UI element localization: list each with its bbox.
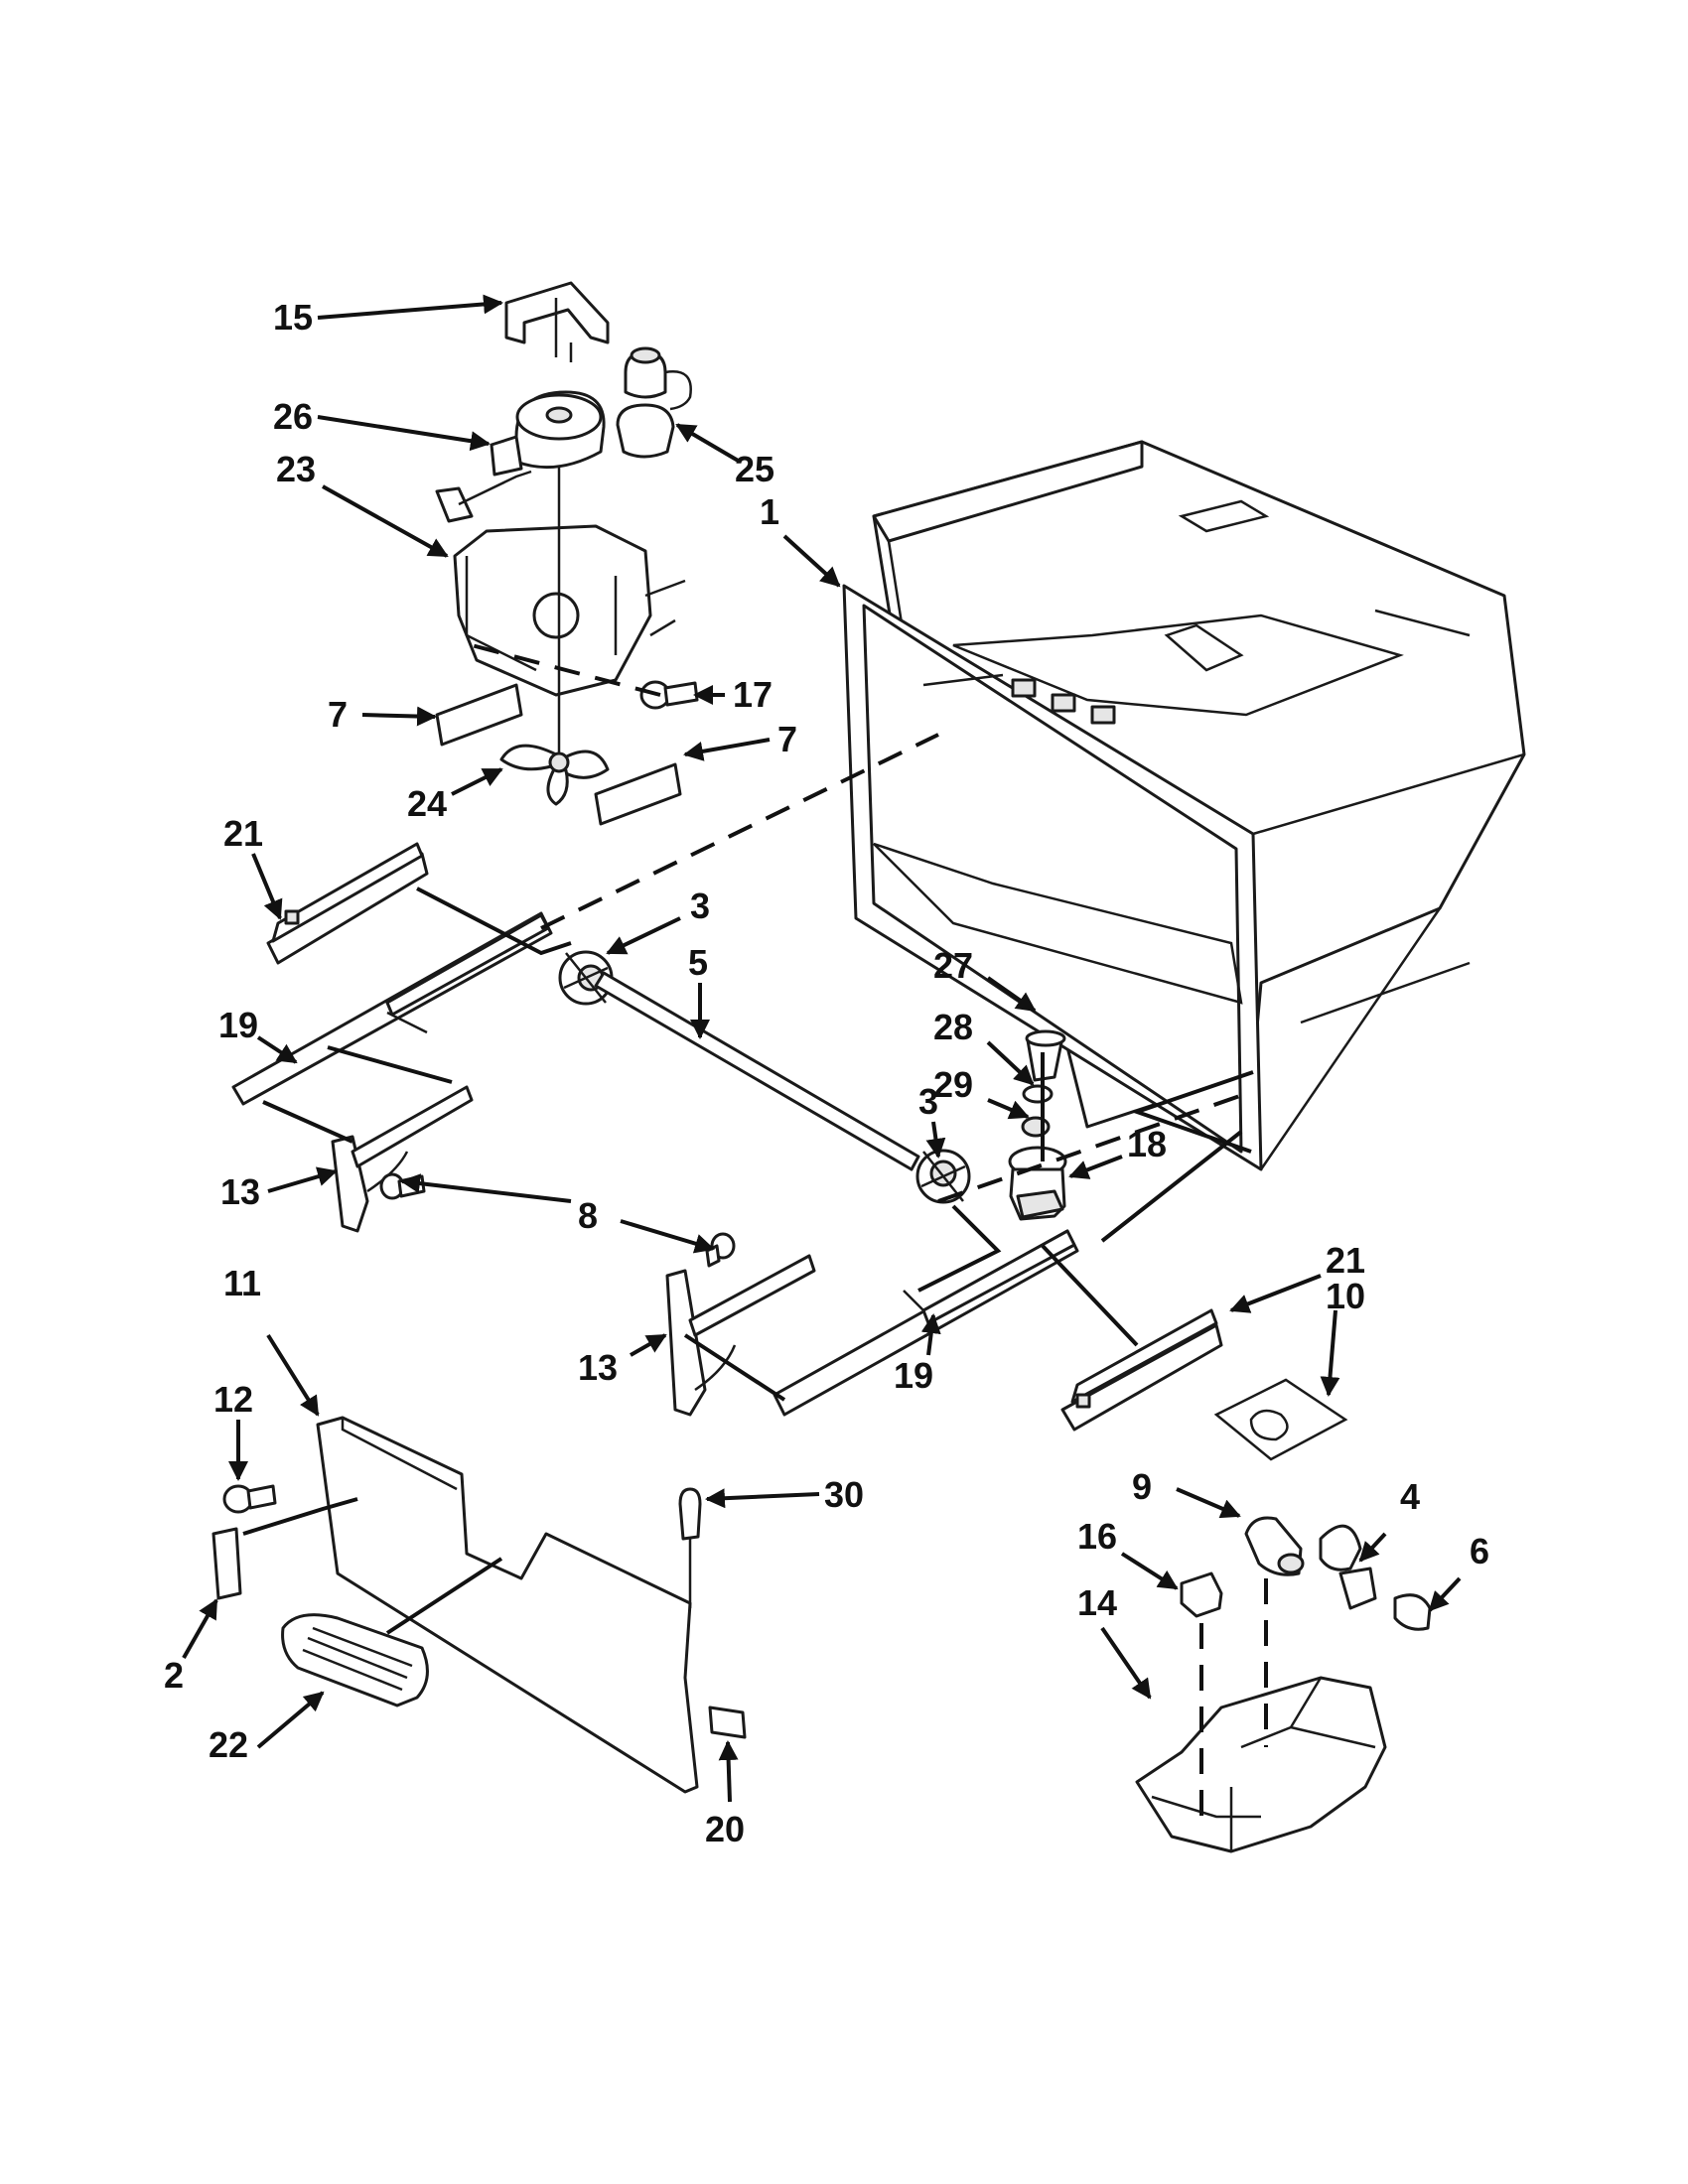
callout-23: 23 [276, 449, 316, 489]
callout-4: 4 [1400, 1476, 1420, 1517]
callout-25: 25 [735, 449, 774, 489]
part-screw-12 [222, 1484, 277, 1514]
part-screw-17 [639, 680, 699, 710]
callout-20: 20 [705, 1809, 745, 1849]
callout-14: 14 [1077, 1582, 1117, 1623]
callout-24: 24 [407, 783, 447, 824]
part-damper-funnel [1008, 1146, 1067, 1221]
callout-17: 17 [733, 674, 773, 715]
callout-labels: 15 26 25 23 1 17 7 7 24 21 3 5 27 28 29 … [164, 297, 1489, 1849]
part-o-ring-28 [1022, 1084, 1054, 1104]
callout-3-left: 3 [690, 886, 710, 926]
part-damper-knob [616, 346, 692, 459]
callout-16: 16 [1077, 1516, 1117, 1557]
callout-15: 15 [273, 297, 313, 338]
callout-7-left: 7 [328, 694, 348, 735]
part-washer-29 [1021, 1116, 1051, 1138]
leader-lines [182, 294, 1462, 1803]
part-rail-bracket-left [331, 1085, 474, 1233]
callout-10: 10 [1326, 1276, 1365, 1316]
callout-12: 12 [213, 1379, 253, 1420]
part-screws-8 [379, 1172, 736, 1268]
callout-1: 1 [760, 491, 779, 532]
part-gear-left [558, 950, 614, 1006]
part-rail-bar-20 [708, 1706, 747, 1739]
part-slide-bracket-left [266, 842, 429, 965]
callout-19-right: 19 [894, 1355, 933, 1396]
part-fan-blade [499, 467, 610, 806]
callout-27: 27 [933, 945, 973, 986]
part-cap-27 [1025, 1029, 1066, 1082]
part-tool-30 [678, 1487, 702, 1608]
callout-11: 11 [223, 1263, 261, 1303]
part-tray-14 [1135, 1676, 1387, 1853]
callout-13-right: 13 [578, 1347, 618, 1388]
callout-9: 9 [1132, 1466, 1152, 1507]
callout-21-right: 21 [1326, 1240, 1365, 1281]
callout-7-right: 7 [777, 719, 797, 759]
callout-28: 28 [933, 1007, 973, 1047]
part-slide-rail-left [231, 911, 553, 1106]
part-freezer-basket [842, 440, 1526, 1171]
callout-21-left: 21 [223, 813, 263, 854]
callout-2: 2 [164, 1655, 184, 1696]
part-rail-bracket-right [665, 1254, 816, 1417]
part-tape-pads [435, 683, 682, 826]
part-slide-bracket-right [1060, 1308, 1223, 1432]
callout-8: 8 [578, 1195, 598, 1236]
callout-18: 18 [1127, 1124, 1167, 1164]
part-gear-right [915, 1149, 971, 1204]
part-fan-motor [490, 390, 606, 477]
part-knob-6 [1393, 1593, 1432, 1631]
callout-13-left: 13 [220, 1171, 260, 1212]
part-housing-9 [1244, 1516, 1305, 1576]
callout-19-left: 19 [218, 1005, 258, 1045]
callout-6: 6 [1470, 1531, 1489, 1571]
part-motor-bracket [504, 281, 610, 362]
part-fan-shroud [435, 470, 686, 697]
part-lower-cover-panel [316, 1416, 699, 1794]
part-grille [281, 1613, 429, 1707]
callout-30: 30 [824, 1474, 864, 1515]
part-label-sheet [1213, 1378, 1348, 1461]
part-switch-16 [1180, 1571, 1223, 1618]
callout-3-right: 3 [918, 1081, 938, 1122]
callout-5: 5 [688, 942, 708, 983]
part-clip [211, 1527, 242, 1600]
callout-22: 22 [209, 1724, 248, 1765]
part-damper-4 [1319, 1524, 1377, 1610]
assembly-lines [242, 643, 1268, 1817]
callout-26: 26 [273, 396, 313, 437]
callout-29: 29 [933, 1064, 973, 1105]
part-sync-shaft [594, 971, 920, 1171]
